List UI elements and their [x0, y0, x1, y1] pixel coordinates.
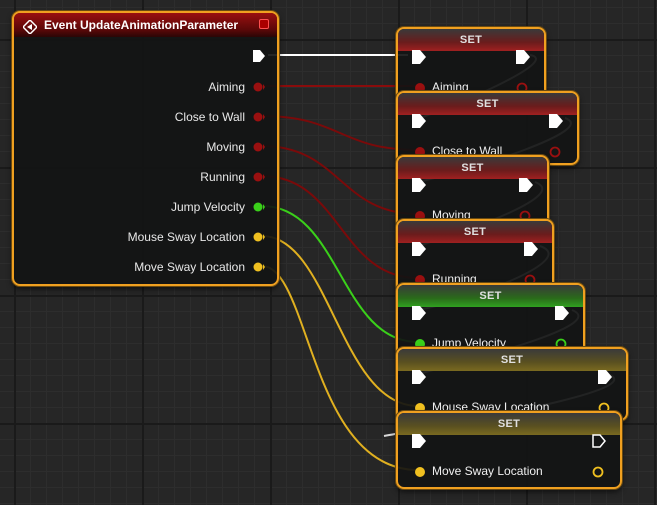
data-wire-mouse-sway	[261, 235, 419, 407]
vector-pin-icon[interactable]	[414, 465, 426, 477]
exec-out-icon[interactable]	[519, 178, 533, 192]
exec-out-icon[interactable]	[555, 306, 569, 320]
exec-out-icon[interactable]	[253, 50, 265, 62]
pin-label: Aiming	[208, 80, 245, 94]
set-node-header: SET	[398, 157, 547, 179]
data-wire-jump-velocity	[261, 205, 419, 343]
exec-in-icon[interactable]	[412, 434, 426, 448]
set-variable-label: Jump Velocity	[432, 336, 507, 350]
bool-pin-icon[interactable]	[253, 141, 265, 153]
event-node[interactable]: Event UpdateAnimationParameter Aiming Cl…	[12, 11, 279, 286]
set-node-close-to-wall[interactable]: SET Close to Wall	[396, 91, 579, 165]
set-variable-label: Running	[432, 272, 477, 286]
exec-in-icon[interactable]	[412, 306, 426, 320]
event-title: Event UpdateAnimationParameter	[44, 18, 239, 32]
event-pin-move-sway-location[interactable]: Move Sway Location	[134, 258, 277, 276]
exec-in-icon[interactable]	[412, 242, 426, 256]
exec-out-icon[interactable]	[598, 370, 612, 384]
data-wire-move-sway	[261, 265, 419, 471]
delegate-pin-icon[interactable]	[259, 19, 269, 29]
vector-out-pin-icon[interactable]	[592, 465, 604, 478]
exec-in-icon[interactable]	[412, 178, 426, 192]
bool-pin-icon[interactable]	[253, 171, 265, 183]
data-wire-running	[261, 175, 419, 279]
exec-in-icon[interactable]	[412, 50, 426, 64]
float-pin-icon[interactable]	[414, 337, 426, 349]
event-header[interactable]: Event UpdateAnimationParameter	[14, 13, 277, 37]
event-pin-aiming[interactable]: Aiming	[208, 78, 277, 96]
event-icon	[21, 18, 39, 36]
set-variable-label: Moving	[432, 208, 471, 222]
exec-in-icon[interactable]	[412, 370, 426, 384]
data-wire-close-to-wall	[261, 115, 419, 151]
exec-in-icon[interactable]	[412, 114, 426, 128]
vector-pin-icon[interactable]	[414, 401, 426, 413]
set-node-header: SET	[398, 93, 577, 115]
pin-label: Moving	[206, 140, 245, 154]
event-pin-jump-velocity[interactable]: Jump Velocity	[171, 198, 277, 216]
pin-label: Jump Velocity	[170, 200, 245, 214]
set-node-running[interactable]: SET Running	[396, 219, 554, 293]
vector-pin-icon[interactable]	[253, 231, 265, 243]
set-variable-label: Mouse Sway Location	[432, 400, 550, 414]
bool-pin-icon[interactable]	[253, 81, 265, 93]
vector-pin-icon[interactable]	[253, 261, 265, 273]
data-wire-moving	[261, 145, 419, 215]
set-node-moving[interactable]: SET Moving	[396, 155, 549, 229]
exec-out-icon[interactable]	[524, 242, 538, 256]
bool-out-pin-icon[interactable]	[549, 145, 561, 158]
bool-pin-icon[interactable]	[414, 81, 426, 93]
event-pin-running[interactable]: Running	[200, 168, 277, 186]
set-variable-label: Aiming	[432, 80, 469, 94]
set-node-header: SET	[398, 221, 552, 243]
set-variable-label: Move Sway Location	[432, 464, 543, 478]
exec-out-icon[interactable]	[516, 50, 530, 64]
pin-label: Mouse Sway Location	[127, 230, 245, 244]
set-node-header: SET	[398, 349, 626, 371]
event-pin-moving[interactable]: Moving	[206, 138, 277, 156]
pin-label: Running	[200, 170, 245, 184]
exec-out-icon[interactable]	[592, 434, 606, 448]
float-pin-icon[interactable]	[253, 201, 265, 213]
event-exec-output[interactable]	[253, 47, 277, 65]
exec-out-icon[interactable]	[549, 114, 563, 128]
set-node-move-sway-location[interactable]: SET Move Sway Location	[396, 411, 622, 489]
set-variable-label: Close to Wall	[432, 144, 503, 158]
bool-pin-icon[interactable]	[414, 145, 426, 157]
set-node-mouse-sway-location[interactable]: SET Mouse Sway Location	[396, 347, 628, 421]
event-pin-close-to-wall[interactable]: Close to Wall	[175, 108, 277, 126]
set-node-aiming[interactable]: SET Aiming	[396, 27, 546, 101]
pin-label: Close to Wall	[174, 110, 245, 124]
set-node-jump-velocity[interactable]: SET Jump Velocity	[396, 283, 585, 357]
set-node-header: SET	[398, 413, 620, 435]
bool-pin-icon[interactable]	[414, 209, 426, 221]
set-node-header: SET	[398, 285, 583, 307]
bool-pin-icon[interactable]	[253, 111, 265, 123]
set-node-header: SET	[398, 29, 544, 51]
event-pin-mouse-sway-location[interactable]: Mouse Sway Location	[128, 228, 277, 246]
pin-label: Move Sway Location	[134, 260, 245, 274]
bool-pin-icon[interactable]	[414, 273, 426, 285]
